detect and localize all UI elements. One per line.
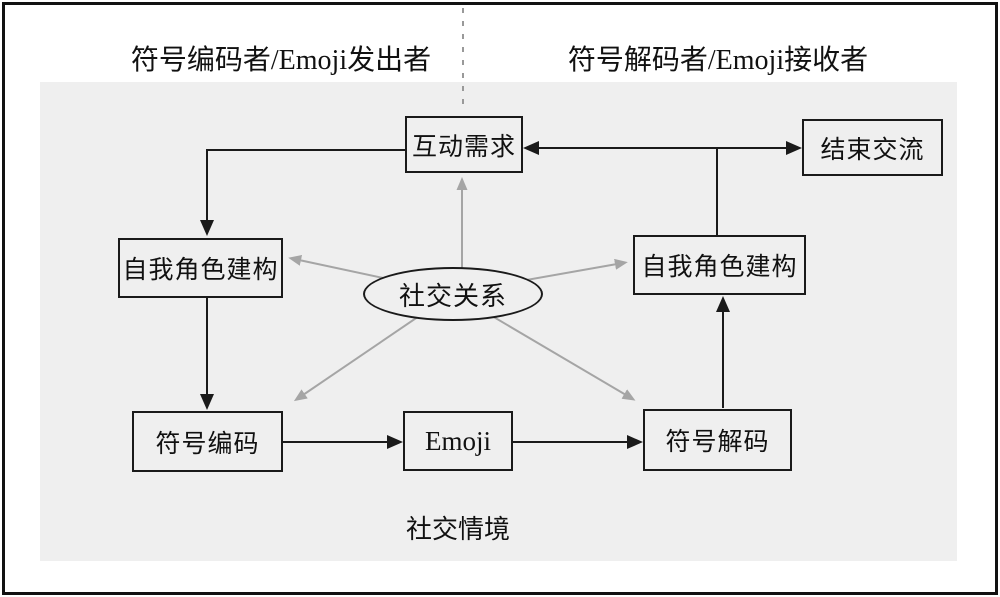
social-context-label: 社交情境 bbox=[405, 515, 511, 544]
encoder-side-label: 符号编码者/Emoji发出者 bbox=[130, 45, 432, 76]
node-symbol-decode: 符号解码 bbox=[643, 409, 792, 471]
decoder-side-label: 符号解码者/Emoji接收者 bbox=[567, 45, 869, 76]
node-end-communication: 结束交流 bbox=[802, 119, 943, 176]
node-self-role-encoder: 自我角色建构 bbox=[118, 238, 283, 298]
node-emoji: Emoji bbox=[403, 411, 513, 471]
node-symbol-encode: 符号编码 bbox=[132, 411, 283, 472]
node-self-role-decoder: 自我角色建构 bbox=[633, 235, 806, 295]
node-interaction-need: 互动需求 bbox=[405, 116, 523, 173]
node-social-relation: 社交关系 bbox=[363, 267, 543, 321]
